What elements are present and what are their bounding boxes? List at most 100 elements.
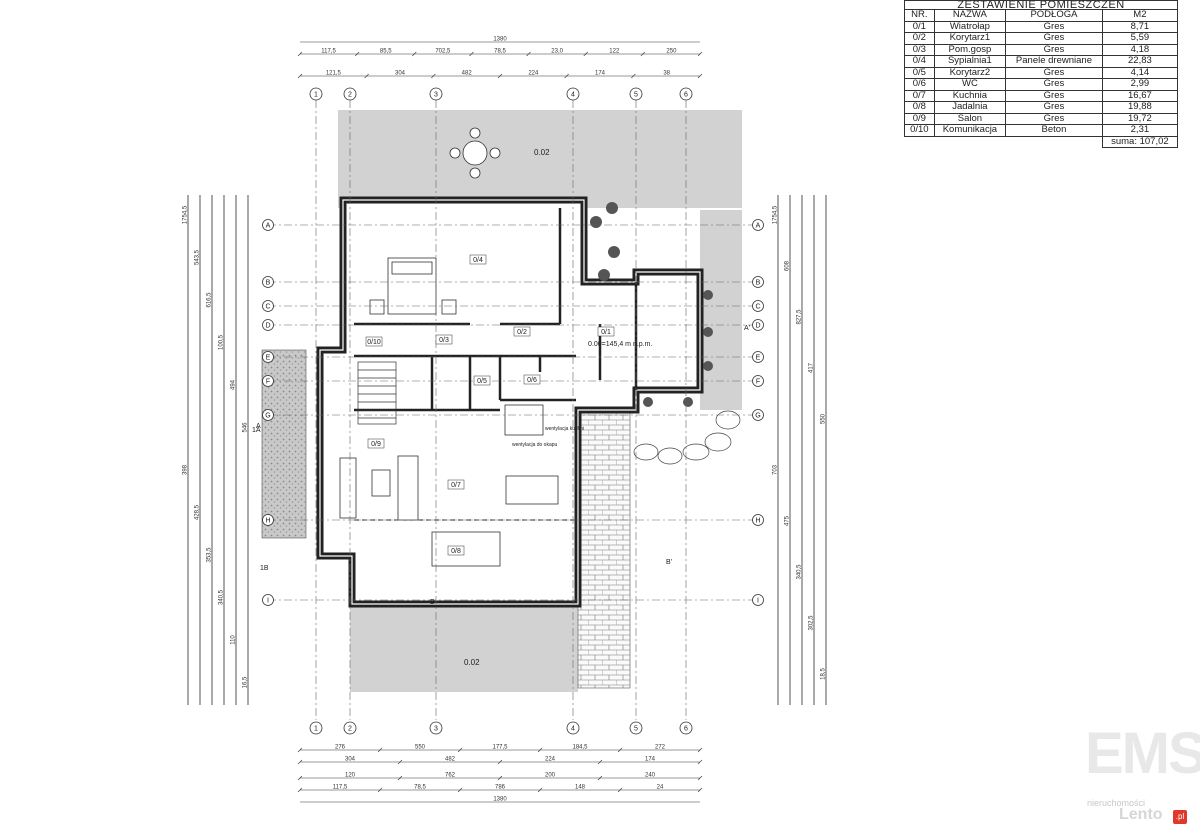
dim-label: 272	[655, 745, 666, 751]
room-label-box	[523, 374, 541, 385]
axis-label-h: F	[266, 379, 270, 386]
room-cell-area: 5,59	[1101, 32, 1179, 45]
room-label-box	[447, 479, 465, 490]
dim-label: 304	[395, 71, 406, 77]
axis-bubble-h	[262, 300, 274, 312]
dim-tick	[457, 747, 463, 753]
axis-bubble-h	[752, 351, 764, 363]
dim-tick	[537, 787, 543, 793]
dim-tick	[297, 73, 303, 79]
dim-label: 200	[545, 773, 556, 779]
dim-label: 174	[595, 71, 606, 77]
logo-lento: Lento	[1119, 806, 1163, 823]
dim-label: 276	[335, 745, 346, 751]
dim-tick	[617, 787, 623, 793]
room-cell-floor: Gres	[1005, 32, 1103, 45]
dim-label-v: 1754,5	[183, 205, 189, 224]
room-cell-floor: Gres	[1005, 43, 1103, 56]
room-cell-name: Wiatrołap	[933, 20, 1007, 33]
dim-label: 250	[666, 49, 677, 55]
room-cell-floor: Panele drewniane	[1005, 55, 1103, 68]
room-label-box	[473, 375, 491, 386]
room-label: 0/7	[451, 482, 461, 489]
axis-label-v: 4	[571, 92, 575, 99]
axis-bubble-h	[262, 594, 274, 606]
room-cell-name: Korytarz1	[933, 32, 1007, 45]
col-header-name: NAZWA	[933, 9, 1007, 22]
dim-tick	[537, 747, 543, 753]
furniture	[339, 127, 559, 567]
room-cell-nr: 0/10	[904, 124, 935, 137]
axis-label-v: 2	[348, 726, 352, 733]
col-header-nr: NR.	[904, 9, 935, 22]
dim-tick	[640, 51, 646, 57]
garden-stones	[633, 410, 741, 465]
dim-label: 184,5	[572, 745, 588, 751]
dim-tick	[297, 787, 303, 793]
section-label-1b: 1B	[260, 565, 269, 572]
dim-label: 24	[657, 785, 664, 791]
dim-tick	[564, 73, 569, 79]
dim-label-v: 353,5	[207, 547, 213, 563]
dim-label-v: 428,5	[195, 504, 201, 520]
dim-label-v: 550	[821, 413, 827, 424]
axis-label-h: C	[265, 304, 270, 311]
dim-label: 174	[645, 757, 656, 763]
dim-label-v: 100,5	[219, 334, 225, 350]
logo-pl: .pl	[1173, 810, 1187, 824]
dim-label: 177,5	[492, 745, 508, 751]
dim-label: 117,5	[333, 785, 348, 791]
room-cell-name: Komunikacja	[933, 124, 1007, 137]
dim-label: 120	[345, 773, 356, 779]
dim-label: 23,0	[551, 49, 563, 55]
room-label: 0/9	[371, 441, 381, 448]
dim-tick	[397, 759, 403, 765]
room-cell-area: 2,31	[1101, 124, 1179, 137]
dim-label-v: 398	[183, 464, 189, 475]
paving-east	[577, 409, 631, 689]
axis-label-h: A	[266, 223, 271, 230]
room-cell-nr: 0/1	[904, 20, 935, 33]
room-cell-area: 19,72	[1101, 112, 1179, 125]
room-label: 0/3	[439, 337, 449, 344]
dim-label-v: 110	[231, 635, 237, 645]
room-label: 0/1	[601, 329, 611, 336]
terrace-north	[338, 110, 742, 208]
room-label: 0/4	[473, 257, 483, 264]
room-label-box	[435, 334, 453, 345]
staircase	[357, 361, 397, 425]
axis-label-h: I	[267, 598, 269, 605]
slope-label-south: 0.02	[464, 658, 480, 667]
logo-sub: nieruchomości	[1087, 798, 1146, 808]
col-header-floor: PODŁOGA	[1005, 9, 1103, 22]
axis-bubble-v	[679, 87, 693, 101]
dim-label: 85,5	[380, 49, 392, 55]
axis-label-v: 2	[348, 92, 352, 99]
dim-tick	[364, 73, 369, 79]
axis-bubble-h	[262, 276, 274, 288]
room-cell-nr: 0/7	[904, 89, 935, 102]
dim-label-v: 703	[773, 464, 779, 475]
axis-bubble-h	[262, 514, 274, 526]
axis-label-h: G	[265, 413, 270, 420]
room-cell-nr: 0/5	[904, 66, 935, 79]
axis-label-v: 4	[571, 726, 575, 733]
room-cell-floor: Gres	[1005, 89, 1103, 102]
dim-label-overall: 1380	[493, 37, 507, 43]
room-label: 0/6	[527, 377, 537, 384]
axis-bubble-h	[752, 319, 764, 331]
section-label-a: A	[256, 423, 261, 430]
axis-label-h: E	[756, 355, 761, 362]
dim-label-v: 543,5	[195, 249, 201, 265]
dim-label: 702,5	[435, 49, 451, 55]
room-cell-name: Sypialnia1	[933, 55, 1007, 68]
axis-label-h: B	[266, 280, 271, 287]
dim-label: 121,5	[326, 71, 342, 77]
axis-bubble-v	[629, 87, 643, 101]
dim-tick	[377, 787, 383, 793]
